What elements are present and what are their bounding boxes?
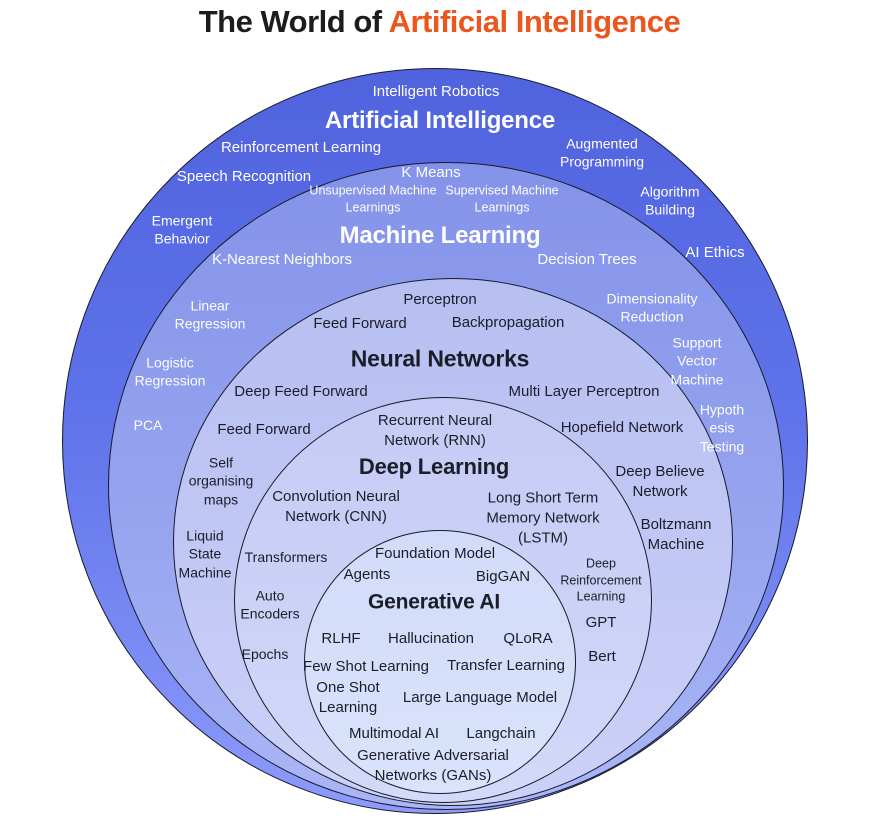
- label-auto-encoders: Auto Encoders: [240, 587, 300, 622]
- label-convolution-neural-network: Convolution Neural Network (CNN): [272, 488, 400, 525]
- label-qlora: QLoRA: [503, 630, 553, 648]
- title-prefix: The World of: [198, 4, 382, 39]
- label-deep-feed-forward: Deep Feed Forward: [234, 383, 368, 401]
- label-ai-ethics: AI Ethics: [685, 244, 745, 262]
- label-one-shot-learning: One Shot Learning: [316, 679, 380, 716]
- label-deep-believe-network: Deep Believe Network: [615, 463, 705, 500]
- label-unsupervised-machine-learnings: Unsupervised Machine Learnings: [309, 183, 437, 215]
- label-generative-ai-heading: Generative AI: [367, 590, 501, 614]
- label-foundation-model: Foundation Model: [374, 545, 496, 563]
- label-intelligent-robotics: Intelligent Robotics: [372, 83, 500, 101]
- label-k-nearest-neighbors: K-Nearest Neighbors: [211, 251, 353, 269]
- label-support-vector-machine: Support Vector Machine: [670, 334, 724, 388]
- title-highlight: Artificial Intelligence: [388, 4, 681, 39]
- label-biggan: BigGAN: [475, 568, 531, 586]
- label-multi-layer-perceptron: Multi Layer Perceptron: [508, 383, 660, 401]
- label-decision-trees: Decision Trees: [537, 251, 637, 269]
- label-generative-adversarial-networks: Generative Adversarial Networks (GANs): [357, 747, 509, 784]
- label-supervised-machine-learnings: Supervised Machine Learnings: [445, 183, 559, 215]
- label-algorithm-building: Algorithm Building: [640, 183, 700, 218]
- label-deep-learning-heading: Deep Learning: [358, 453, 510, 479]
- label-neural-networks-heading: Neural Networks: [350, 345, 530, 372]
- label-boltzmann-machine: Boltzmann Machine: [640, 516, 712, 553]
- label-k-means: K Means: [401, 164, 461, 182]
- label-self-organising-maps: Self organising maps: [188, 454, 254, 508]
- label-reinforcement-learning: Reinforcement Learning: [220, 139, 382, 157]
- label-few-shot-learning: Few Shot Learning: [303, 658, 429, 676]
- label-pca: PCA: [133, 416, 163, 433]
- label-hypothesis-testing: Hypoth esis Testing: [699, 401, 745, 455]
- label-agents: Agents: [343, 566, 391, 584]
- label-emergent-behavior: Emergent Behavior: [151, 212, 213, 247]
- label-large-language-model: Large Language Model: [402, 689, 558, 707]
- label-rlhf: RLHF: [321, 630, 361, 648]
- label-artificial-intelligence-heading: Artificial Intelligence: [324, 106, 556, 134]
- label-epochs: Epochs: [241, 645, 289, 662]
- label-multimodal-ai: Multimodal AI: [348, 725, 440, 743]
- label-transformers: Transformers: [244, 548, 328, 565]
- label-feed-forward-top: Feed Forward: [313, 315, 407, 333]
- label-machine-learning-heading: Machine Learning: [339, 221, 541, 249]
- label-augmented-programming: Augmented Programming: [559, 135, 645, 170]
- label-hallucination: Hallucination: [388, 630, 474, 648]
- label-speech-recognition: Speech Recognition: [176, 168, 312, 186]
- label-perceptron: Perceptron: [403, 291, 477, 309]
- label-backpropagation: Backpropagation: [451, 314, 565, 332]
- label-bert: Bert: [588, 648, 616, 666]
- label-feed-forward-left: Feed Forward: [217, 421, 311, 439]
- circle-generative-ai: [304, 530, 576, 794]
- label-liquid-state-machine: Liquid State Machine: [178, 527, 232, 581]
- label-recurrent-neural-network: Recurrent Neural Network (RNN): [377, 412, 493, 449]
- label-long-short-term-memory: Long Short Term Memory Network (LSTM): [486, 489, 600, 546]
- label-gpt: GPT: [585, 614, 617, 632]
- label-dimensionality-reduction: Dimensionality Reduction: [606, 290, 698, 325]
- label-logistic-regression: Logistic Regression: [134, 354, 206, 389]
- label-linear-regression: Linear Regression: [174, 297, 246, 332]
- label-transfer-learning: Transfer Learning: [447, 657, 565, 675]
- page-title: The World of Artificial Intelligence: [0, 4, 879, 40]
- label-langchain: Langchain: [466, 725, 536, 743]
- label-deep-reinforcement-learning: Deep Reinforcement Learning: [560, 556, 642, 604]
- label-hopefield-network: Hopefield Network: [560, 419, 684, 437]
